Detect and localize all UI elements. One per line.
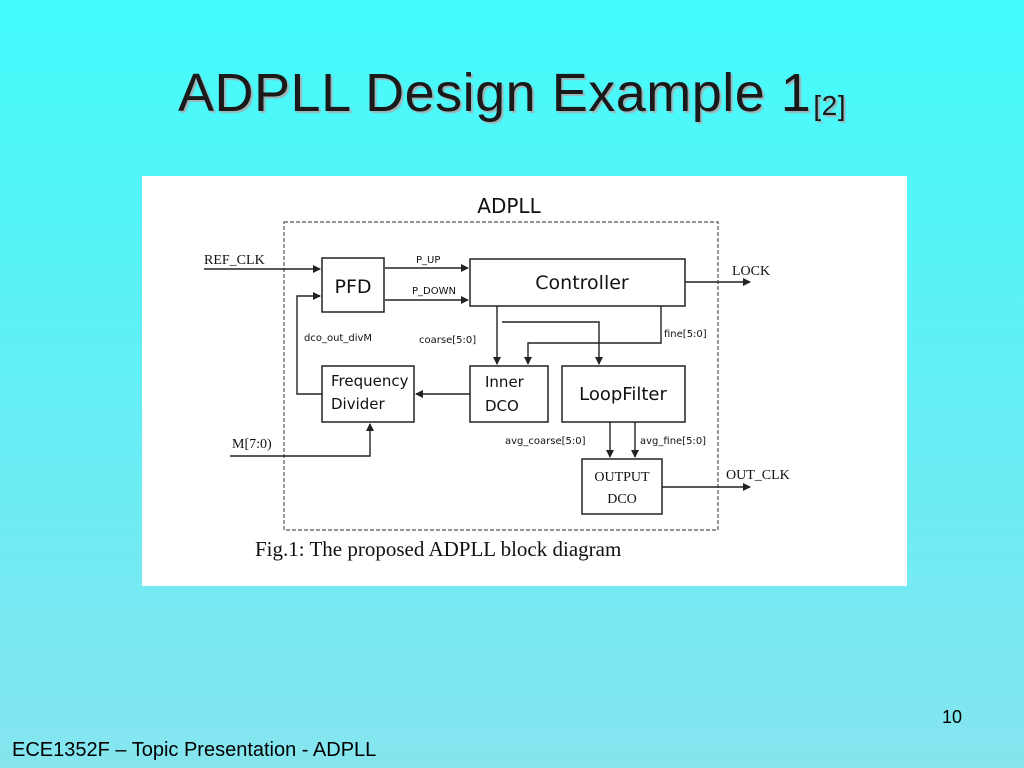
frame-label: ADPLL bbox=[477, 194, 541, 218]
frequency-divider-label-2: Divider bbox=[331, 395, 386, 413]
p-down-label: P_DOWN bbox=[412, 286, 456, 297]
inner-dco-block bbox=[469, 365, 549, 423]
avg-fine-label: avg_fine[5:0] bbox=[640, 436, 706, 447]
controller-to-loopfilter-arrow bbox=[502, 321, 603, 365]
m-input-arrow bbox=[230, 423, 374, 457]
pfd-label: PFD bbox=[334, 276, 371, 298]
loop-filter-label: LoopFilter bbox=[579, 384, 667, 405]
inner-dco-label-1: Inner bbox=[485, 373, 525, 391]
controller-label: Controller bbox=[535, 272, 629, 294]
figure-caption: Fig.1: The proposed ADPLL block diagram bbox=[255, 537, 621, 561]
frequency-divider-block bbox=[321, 365, 415, 423]
title-reference: [2] bbox=[813, 90, 846, 121]
controller-block bbox=[469, 258, 686, 307]
frequency-divider-label-1: Frequency bbox=[331, 372, 409, 390]
output-dco-label-1: OUTPUT bbox=[594, 470, 650, 485]
fine-label: fine[5:0] bbox=[664, 329, 707, 340]
diagram-svg: ADPLL PFD Controller Frequency Divider I… bbox=[204, 194, 790, 561]
p-up-label: P_UP bbox=[416, 255, 440, 266]
page-number: 10 bbox=[941, 707, 962, 727]
fine-arrow bbox=[524, 306, 662, 365]
m-input-label: M[7:0) bbox=[232, 437, 272, 452]
loop-filter-block bbox=[561, 365, 686, 423]
adpll-block-diagram: ADPLL PFD Controller Frequency Divider I… bbox=[142, 176, 907, 586]
output-dco-block bbox=[581, 458, 663, 515]
slide-footer: ECE1352F – Topic Presentation - ADPLL bbox=[12, 739, 377, 761]
coarse-label: coarse[5:0] bbox=[419, 335, 476, 346]
lock-label: LOCK bbox=[732, 264, 770, 279]
title-text: ADPLL Design Example 1 bbox=[178, 63, 812, 123]
out-clk-label: OUT_CLK bbox=[726, 468, 790, 483]
ref-clk-label: REF_CLK bbox=[204, 253, 265, 268]
dco-out-divm-label: dco_out_divM bbox=[304, 333, 372, 344]
adpll-frame bbox=[283, 221, 719, 531]
pfd-block bbox=[321, 257, 385, 313]
output-dco-label-2: DCO bbox=[607, 492, 637, 507]
dco-out-divm-arrow bbox=[296, 292, 322, 395]
inner-dco-label-2: DCO bbox=[485, 397, 519, 415]
avg-coarse-label: avg_coarse[5:0] bbox=[505, 436, 586, 447]
slide-title: ADPLL Design Example 1[2] bbox=[0, 62, 1024, 124]
